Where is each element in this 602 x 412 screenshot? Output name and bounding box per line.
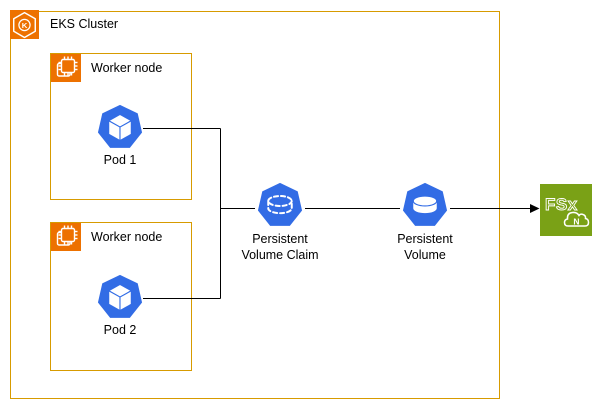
fsx-text: FSx bbox=[545, 195, 578, 214]
cloud-icon bbox=[563, 211, 590, 227]
eks-hexagon-k-icon: K bbox=[13, 11, 36, 39]
eks-cluster-label: EKS Cluster bbox=[50, 17, 119, 31]
kubernetes-pod-icon bbox=[97, 104, 143, 148]
fsx-n-badge: N bbox=[573, 217, 579, 227]
pv-cylinder-icon bbox=[402, 182, 448, 226]
pvc-label-line2: Volume Claim bbox=[241, 247, 319, 262]
pvc-label-line1: Persistent bbox=[252, 232, 308, 246]
pvc-cylinder-dashed-icon bbox=[257, 182, 303, 226]
persistent-volume-icon bbox=[400, 182, 450, 229]
worker-node-1-group: Worker node bbox=[50, 53, 192, 200]
worker-node-2-label: Worker node bbox=[91, 230, 163, 244]
pod-2-label: Pod 2 bbox=[103, 323, 137, 337]
persistent-volume-claim-label: Persistent Volume Claim bbox=[241, 232, 318, 263]
worker-node-1-label: Worker node bbox=[91, 61, 163, 75]
pv-label-line2: Volume bbox=[404, 247, 446, 262]
persistent-volume-claim-icon bbox=[255, 182, 305, 229]
eks-k-letter: K bbox=[22, 21, 28, 30]
fsx-icon-glyph: FSx N bbox=[540, 184, 592, 236]
chip-icon bbox=[56, 56, 78, 77]
eks-cluster-icon: K bbox=[10, 10, 39, 39]
worker-node-icon bbox=[51, 223, 81, 251]
fsx-netapp-ontap-icon: FSx N bbox=[540, 184, 592, 236]
pod-2-icon bbox=[97, 274, 143, 321]
arrowhead-icon bbox=[530, 204, 540, 213]
pv-label-line1: Persistent bbox=[397, 232, 453, 246]
pod-1-icon bbox=[97, 104, 143, 151]
chip-icon bbox=[56, 225, 78, 246]
worker-node-icon bbox=[51, 54, 81, 82]
persistent-volume-label: Persistent Volume bbox=[397, 232, 453, 263]
kubernetes-pod-icon bbox=[97, 274, 143, 318]
pod-1-label: Pod 1 bbox=[103, 153, 137, 167]
